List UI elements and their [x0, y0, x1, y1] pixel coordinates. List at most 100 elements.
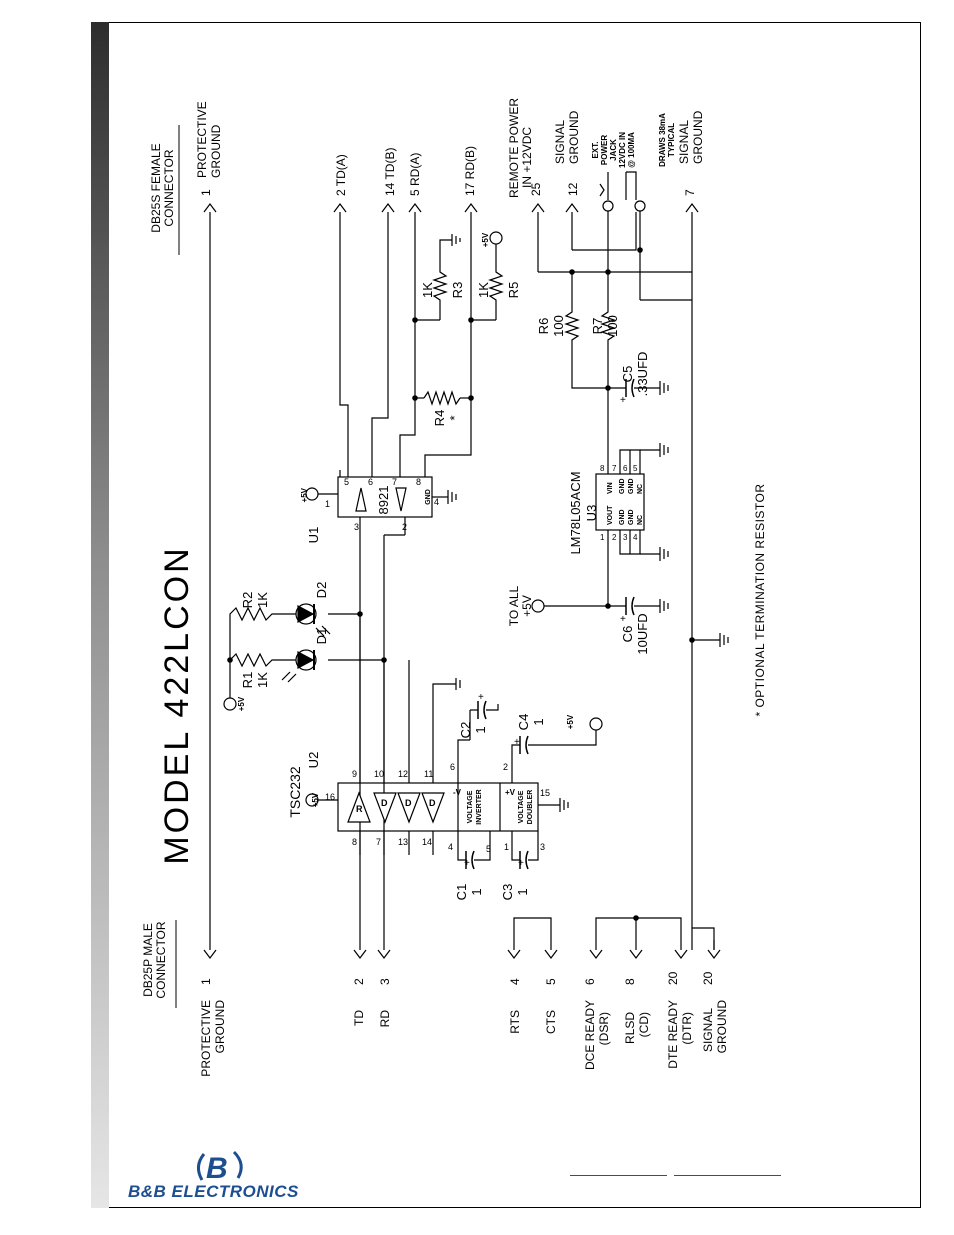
u2-chip — [305, 760, 569, 855]
u3-pin8: 8 — [600, 464, 605, 473]
u1-pin4: 4 — [434, 497, 439, 507]
bb-logo-text: B&B ELECTRONICS — [128, 1182, 299, 1201]
footer-link-underline-1[interactable] — [570, 1175, 667, 1176]
u3-pin3: 3 — [623, 533, 628, 542]
c3-plus: + — [518, 858, 524, 869]
u3-pin-vout: VOUT — [607, 505, 614, 525]
u3-pin-vin: VIN — [607, 482, 614, 494]
to-all-label: TO ALL — [507, 585, 521, 626]
female-pin1-name: PROTECTIVE — [195, 101, 209, 178]
d1-ref: D1 — [314, 628, 329, 645]
draws-line1: DRAWS 38mA — [658, 113, 667, 167]
u1-ref: U1 — [306, 527, 321, 544]
u2-pin4: 4 — [448, 842, 453, 852]
footer-link-underline-2[interactable] — [674, 1175, 781, 1176]
male-pin2-number: 2 — [352, 978, 366, 985]
u2-pin1: 1 — [504, 842, 509, 852]
led-d2 — [295, 603, 331, 637]
ext-power-line5: @ 100MA — [627, 132, 636, 168]
male-pin8-name: RLSD — [623, 1012, 637, 1044]
u2-gate-d3: D — [429, 798, 436, 808]
bb-electronics-logo: B B&B ELECTRONICS — [128, 1148, 378, 1210]
male-pin6-name2: (DSR) — [597, 1012, 611, 1045]
u3-pin6: 6 — [623, 464, 628, 473]
female-pin7-name2: GROUND — [691, 110, 705, 164]
u3-pin-gnd1: GND — [619, 509, 626, 525]
c6-plus: + — [620, 614, 626, 625]
c5-ref: C5 — [620, 366, 635, 383]
u1-pin2: 2 — [402, 522, 407, 532]
male-pin5-number: 5 — [544, 978, 558, 985]
footnote: * OPTIONAL TERMINATION RESISTOR — [753, 483, 767, 716]
r1-val: 1K — [255, 672, 270, 688]
c6-val: 10UFD — [635, 613, 650, 654]
u3-ref: U3 — [584, 505, 599, 522]
male-pin3-name: RD — [378, 1010, 392, 1028]
svg-text:B: B — [206, 1152, 228, 1185]
female-pin12-name: SIGNAL — [553, 120, 567, 164]
u2-pin6: 6 — [450, 762, 455, 772]
c4-ref: C4 — [516, 714, 531, 731]
c2-val: 1 — [473, 726, 488, 733]
r1-vcc-label: +5V — [237, 696, 246, 711]
u2-pin9: 9 — [352, 769, 357, 779]
female-pin12-number: 12 — [566, 182, 580, 196]
male-pin1-number: 1 — [199, 978, 213, 985]
female-pin17-label: 17 RD(B) — [463, 146, 477, 196]
female-pin1-number: 1 — [199, 189, 213, 196]
male-pin8-number: 8 — [623, 978, 637, 985]
u3-pin-gnd4: GND — [628, 478, 635, 494]
male-pin7-name2: GROUND — [715, 1000, 729, 1054]
ext-power-line1: EXT. — [591, 142, 600, 159]
u2-vcc-label: +5V — [311, 792, 320, 807]
u3-regulator — [595, 443, 669, 606]
r2-ref: R2 — [240, 592, 255, 609]
u2-pos-v: +V — [505, 788, 516, 797]
u1-pin8: 8 — [416, 477, 421, 487]
female-pin12-name2: GROUND — [567, 110, 581, 164]
bb-logo-mark-icon: B — [197, 1150, 243, 1185]
male-pin6-name: DCE READY — [583, 1000, 597, 1070]
r4-ref: R4 — [432, 410, 447, 427]
ext-power-line3: JACK — [609, 139, 618, 161]
c4-val: 1 — [531, 718, 546, 725]
u2-pin7: 7 — [376, 837, 381, 847]
u3-pin4: 4 — [633, 533, 638, 542]
male-pin1-name2: GROUND — [213, 1000, 227, 1054]
u2-pin10: 10 — [374, 769, 384, 779]
gradient-sidebar-bar — [91, 22, 109, 1208]
male-connector-label: DB25P MALE — [141, 923, 155, 997]
r4-val: * — [447, 415, 462, 420]
u1-pin1: 1 — [325, 499, 330, 509]
d2-ref: D2 — [314, 582, 329, 599]
u1-pin3: 3 — [354, 522, 359, 532]
male-connector-sub: CONNECTOR — [154, 921, 168, 998]
u1-gnd-label: GND — [425, 489, 432, 505]
u2-pin3: 3 — [540, 842, 545, 852]
u2-pin5: 5 — [486, 844, 491, 854]
u2-gate-r: R — [356, 804, 363, 814]
female-connector-label: DB25S FEMALE — [149, 143, 163, 232]
u2-pin2: 2 — [503, 762, 508, 772]
c1-plus: + — [464, 858, 470, 869]
u1-vcc-label: +5V — [300, 487, 309, 502]
female-pin7-number: 7 — [683, 189, 697, 196]
u2-vd-1: VOLTAGE — [518, 790, 525, 823]
female-pin25-name: REMOTE POWER — [507, 98, 521, 198]
r7-val: 100 — [605, 315, 620, 337]
u3-pin2: 2 — [612, 533, 617, 542]
female-pin7-name: SIGNAL — [677, 120, 691, 164]
ext-power-line4: 12VDC IN — [618, 132, 627, 168]
u2-pin16: 16 — [325, 792, 335, 802]
male-pin20-name2: (DTR) — [680, 1012, 694, 1045]
c6-ref: C6 — [620, 626, 635, 643]
r6-ref: R6 — [536, 318, 551, 335]
male-pin8-name2: (CD) — [637, 1012, 651, 1037]
u2-pin8: 8 — [352, 837, 357, 847]
male-pin20-number: 20 — [666, 971, 680, 985]
female-pin14-label: 14 TD(B) — [383, 148, 397, 196]
female-connector-sub: CONNECTOR — [162, 149, 176, 226]
male-pin6-number: 6 — [583, 978, 597, 985]
